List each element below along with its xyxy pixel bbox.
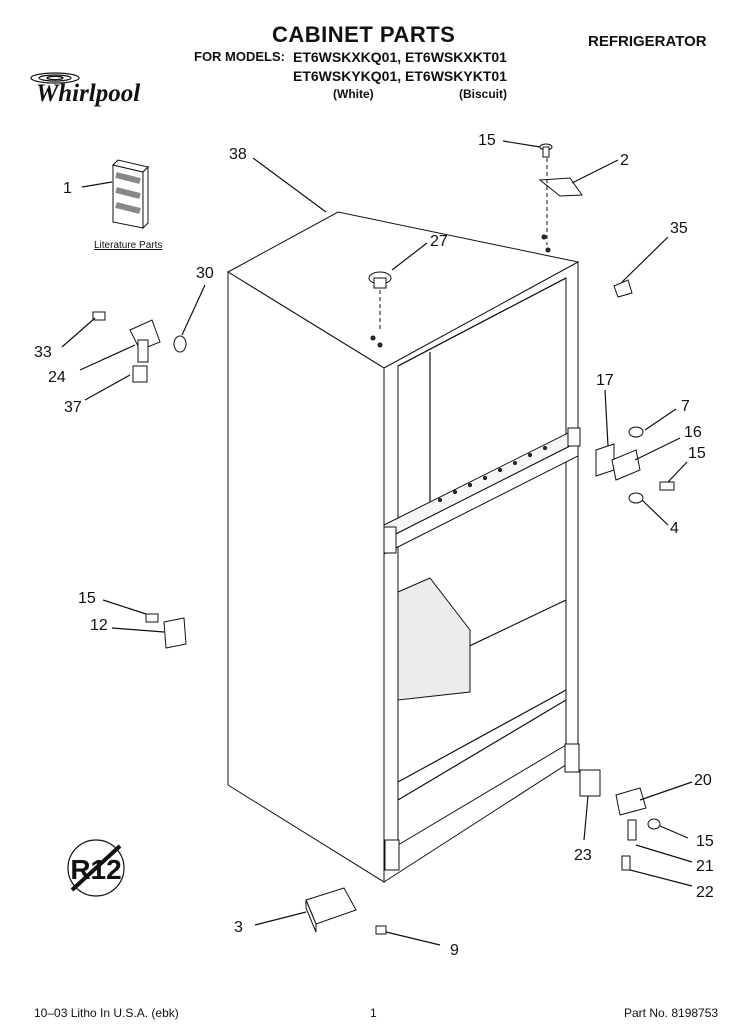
callout-3: 3 xyxy=(234,919,243,936)
leader-lines xyxy=(61,140,693,946)
footer-page-number: 1 xyxy=(370,1006,377,1020)
callout-9: 9 xyxy=(450,942,459,959)
hinge-top-2 xyxy=(538,158,583,245)
callout-1: 1 xyxy=(63,180,72,197)
bracket-12 xyxy=(145,613,187,649)
hinge-bottom-assembly xyxy=(579,769,661,871)
callout-4: 4 xyxy=(670,520,679,537)
models-label: FOR MODELS: xyxy=(194,49,285,64)
models-line-2: ET6WSKYKQ01, ET6WSKYKT01 xyxy=(293,68,507,84)
callout-24: 24 xyxy=(48,369,66,386)
page-title: CABINET PARTS xyxy=(272,22,456,47)
literature-parts-label: Literature Parts xyxy=(94,240,163,251)
r12-badge-text: R12 xyxy=(70,854,121,885)
callout-2: 2 xyxy=(620,152,629,169)
r12-badge: R12 xyxy=(67,839,125,897)
callout-15-mid: 15 xyxy=(688,445,706,462)
callout-35: 35 xyxy=(670,220,688,237)
callout-37: 37 xyxy=(64,399,82,416)
callout-7: 7 xyxy=(681,398,690,415)
brand-logo-text: Whirlpool xyxy=(36,80,141,107)
compressor-3 xyxy=(305,887,387,935)
appliance-type: REFRIGERATOR xyxy=(588,33,707,50)
callout-22: 22 xyxy=(696,884,714,901)
callout-27: 27 xyxy=(430,233,448,250)
callout-21: 21 xyxy=(696,858,714,875)
callout-23: 23 xyxy=(574,847,592,864)
color-biscuit: (Biscuit) xyxy=(459,87,507,101)
screw-15-top xyxy=(539,143,553,158)
color-white: (White) xyxy=(333,87,374,101)
callout-30: 30 xyxy=(196,265,214,282)
callout-20: 20 xyxy=(694,772,712,789)
whirlpool-logo xyxy=(30,72,80,84)
footer-part-number: Part No. 8198753 xyxy=(624,1006,719,1020)
callout-33: 33 xyxy=(34,344,52,361)
models-line-1: ET6WSKXKQ01, ET6WSKXKT01 xyxy=(293,49,507,65)
cabinet-shell xyxy=(227,211,581,883)
callout-15-top: 15 xyxy=(478,132,496,149)
hinge-cap-35 xyxy=(613,279,633,298)
cabinet-rivets xyxy=(438,446,547,502)
callout-17: 17 xyxy=(596,372,614,389)
callout-15-bottom: 15 xyxy=(696,833,714,850)
leveler-assembly xyxy=(92,311,187,383)
callout-12: 12 xyxy=(90,617,108,634)
callout-16: 16 xyxy=(684,424,702,441)
footer-litho: 10–03 Litho In U.S.A. (ebk) xyxy=(34,1006,179,1020)
callout-38: 38 xyxy=(229,146,247,163)
literature-book xyxy=(112,159,149,230)
callout-15-left: 15 xyxy=(78,590,96,607)
plug-27 xyxy=(368,271,392,330)
